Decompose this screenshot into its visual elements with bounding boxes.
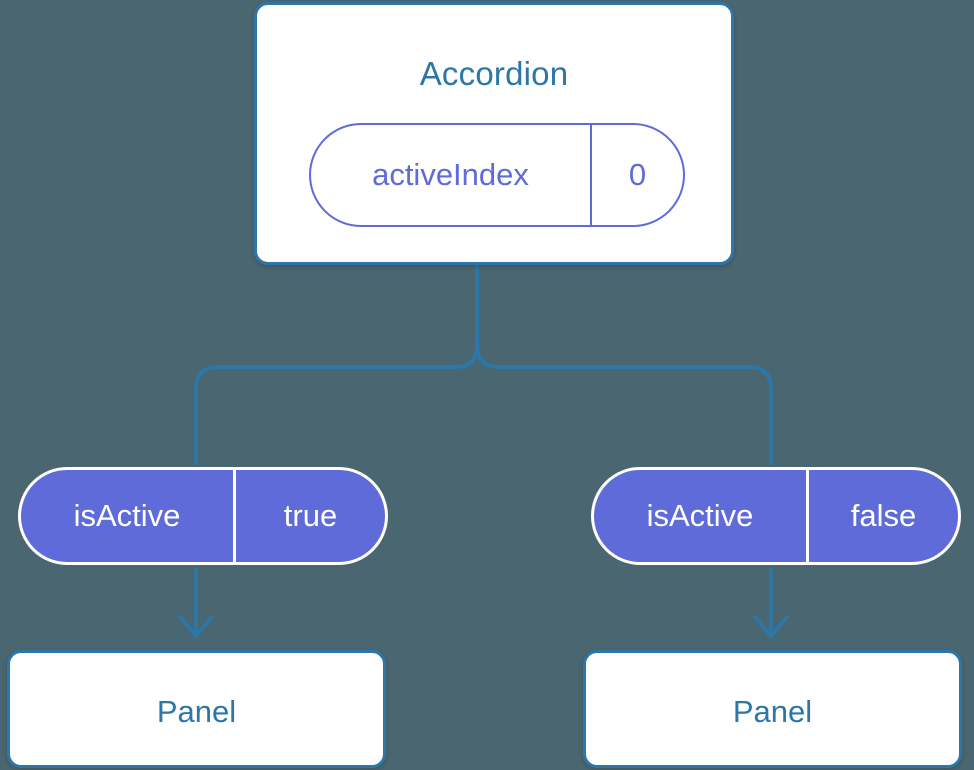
arrow-right-head-icon	[753, 615, 789, 638]
left-panel-node-title: Panel	[156, 694, 237, 729]
accordion-node[interactable]: Accordion activeIndex 0	[254, 2, 734, 265]
left-prop-pill[interactable]: isActive true	[18, 467, 388, 565]
left-panel-node[interactable]: Panel	[7, 650, 386, 768]
left-prop-value: true	[283, 498, 338, 533]
arrow-left-head-icon	[178, 615, 214, 638]
right-prop-pill[interactable]: isActive false	[591, 467, 961, 565]
left-prop-key: isActive	[21, 470, 236, 562]
right-panel-node-title: Panel	[732, 694, 813, 729]
right-prop-key: isActive	[594, 470, 809, 562]
accordion-state-key: activeIndex	[311, 125, 592, 225]
right-prop-value: false	[850, 498, 917, 533]
accordion-state-value: 0	[628, 157, 647, 192]
connector-left-branch	[194, 264, 479, 465]
accordion-node-title: Accordion	[419, 55, 569, 92]
connector-right-branch	[475, 264, 773, 465]
accordion-state-pill[interactable]: activeIndex 0	[309, 123, 685, 227]
right-panel-node[interactable]: Panel	[583, 650, 962, 768]
